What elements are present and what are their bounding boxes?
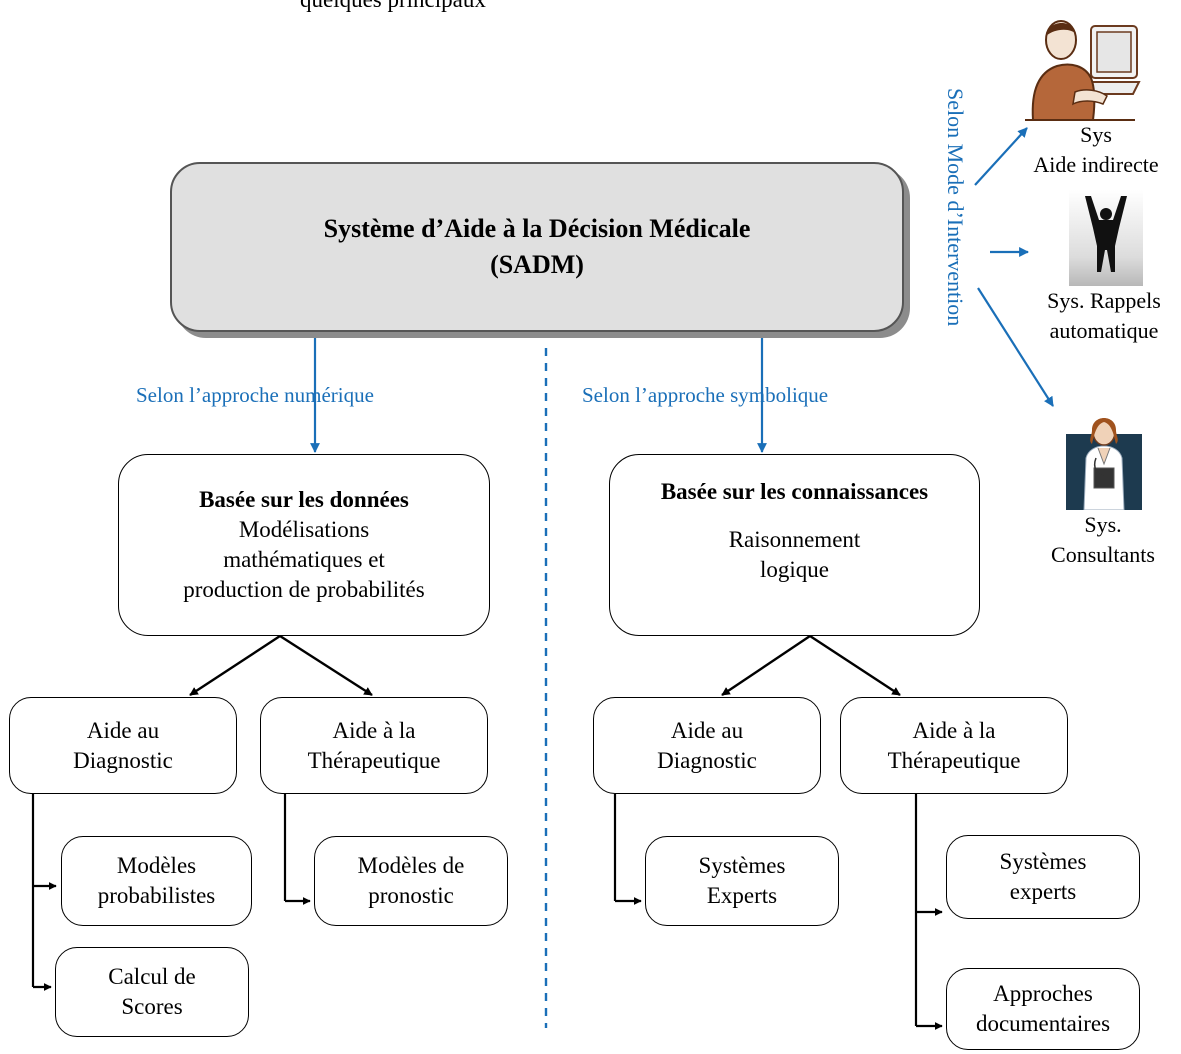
- data-based-box: Basée sur les données Modélisations math…: [118, 454, 490, 636]
- left-diagnostic-line: Aide au: [86, 717, 160, 743]
- knowledge-based-line: logique: [760, 557, 829, 582]
- header-text: quelques principaux: [300, 0, 486, 13]
- leaf-line: Experts: [706, 883, 778, 908]
- documentary-approaches-box: Approches documentaires: [946, 968, 1140, 1050]
- leaf-line: Scores: [121, 994, 183, 1019]
- leaf-line: Calcul de: [108, 964, 196, 989]
- leaf-line: Approches: [993, 981, 1093, 1006]
- leaf-line: Modèles: [116, 853, 197, 878]
- leaf-line: Modèles de: [357, 853, 465, 878]
- leaf-line: documentaires: [975, 1011, 1111, 1036]
- knowledge-based-box: Basée sur les connaissances Raisonnement…: [609, 454, 980, 636]
- data-based-line: production de probabilités: [183, 577, 425, 602]
- leaf-line: experts: [1009, 879, 1077, 904]
- left-therapeutic-line: Aide à la: [332, 717, 416, 743]
- right-therapeutic-line: Aide à la: [912, 717, 996, 743]
- sadm-main-box: Système d’Aide à la Décision Médicale (S…: [170, 162, 904, 332]
- caption-line: Aide indirecte: [1033, 152, 1159, 177]
- mode-consultants-caption: Sys. Consultants: [1023, 510, 1181, 570]
- left-diagnostic-line: Diagnostic: [73, 747, 173, 773]
- caption-line: Sys: [1080, 122, 1112, 147]
- raised-arms-silhouette-icon: [1069, 190, 1143, 286]
- right-therapeutic-box: Aide à la Thérapeutique: [840, 697, 1068, 794]
- knowledge-based-title: Basée sur les connaissances: [660, 479, 929, 504]
- approach-symbolic-label: Selon l’approche symbolique: [582, 383, 829, 407]
- right-diagnostic-box: Aide au Diagnostic: [593, 697, 821, 794]
- knowledge-based-line: Raisonnement: [728, 527, 861, 552]
- expert-systems-box-right: Systèmes experts: [946, 835, 1140, 919]
- right-therapeutic-line: Thérapeutique: [887, 747, 1021, 773]
- right-diagnostic-line: Aide au: [670, 717, 744, 743]
- approach-numeric-label: Selon l’approche numérique: [136, 383, 374, 407]
- leaf-line: probabilistes: [97, 883, 216, 908]
- leaf-line: Systèmes: [999, 849, 1087, 874]
- score-calculation-box: Calcul de Scores: [55, 947, 249, 1037]
- probabilistic-models-box: Modèles probabilistes: [61, 836, 252, 926]
- data-based-title: Basée sur les données: [199, 487, 409, 512]
- leaf-line: pronostic: [368, 883, 454, 908]
- caption-line: Consultants: [1051, 542, 1155, 567]
- leaf-line: Systèmes: [698, 853, 786, 878]
- caption-line: Sys.: [1084, 512, 1122, 537]
- left-therapeutic-line: Thérapeutique: [307, 747, 441, 773]
- sadm-acronym: (SADM): [490, 250, 584, 279]
- data-based-line: Modélisations: [238, 517, 370, 542]
- right-diagnostic-line: Diagnostic: [657, 747, 757, 773]
- caption-line: Sys. Rappels: [1047, 288, 1161, 313]
- sadm-title: Système d’Aide à la Décision Médicale: [323, 214, 751, 243]
- doctor-icon: [1066, 418, 1142, 510]
- caption-line: automatique: [1049, 318, 1159, 343]
- expert-systems-box-left: Systèmes Experts: [645, 836, 839, 926]
- data-based-line: mathématiques et: [223, 547, 385, 572]
- left-therapeutic-box: Aide à la Thérapeutique: [260, 697, 488, 794]
- prognosis-models-box: Modèles de pronostic: [314, 836, 508, 926]
- office-worker-icon: [1025, 20, 1141, 121]
- intervention-mode-label: Selon Mode d’Intervention: [943, 88, 968, 327]
- left-diagnostic-box: Aide au Diagnostic: [9, 697, 237, 794]
- mode-rappels-caption: Sys. Rappels automatique: [1024, 286, 1181, 346]
- mode-indirect-caption: Sys Aide indirecte: [1014, 120, 1178, 180]
